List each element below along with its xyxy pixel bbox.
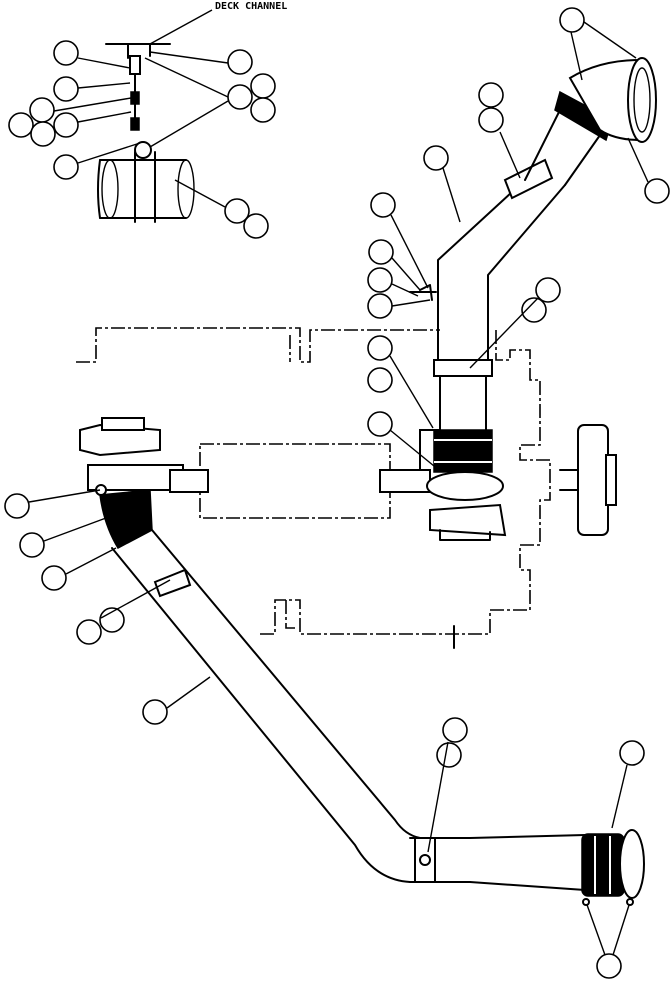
inset-callouts [8, 40, 276, 239]
left-turbo [79, 417, 209, 496]
lower-pipe [99, 489, 645, 899]
hanger-detail: DECK CHANNEL [8, 1, 287, 239]
main-callouts [4, 7, 670, 979]
deck-channel-label: DECK CHANNEL [215, 1, 287, 12]
upper-sleeve [433, 429, 493, 473]
upper-pipe [409, 57, 657, 473]
engine-outline [76, 327, 551, 649]
upper-elbow-opening [627, 57, 657, 143]
hanger-bolt [129, 55, 141, 75]
lower-boot [581, 833, 625, 897]
compressor-assembly [379, 424, 617, 541]
lower-elbow-boot [99, 489, 153, 549]
turnbuckle [130, 91, 140, 105]
lower-pipe-opening [619, 829, 645, 899]
pulley [577, 424, 609, 536]
